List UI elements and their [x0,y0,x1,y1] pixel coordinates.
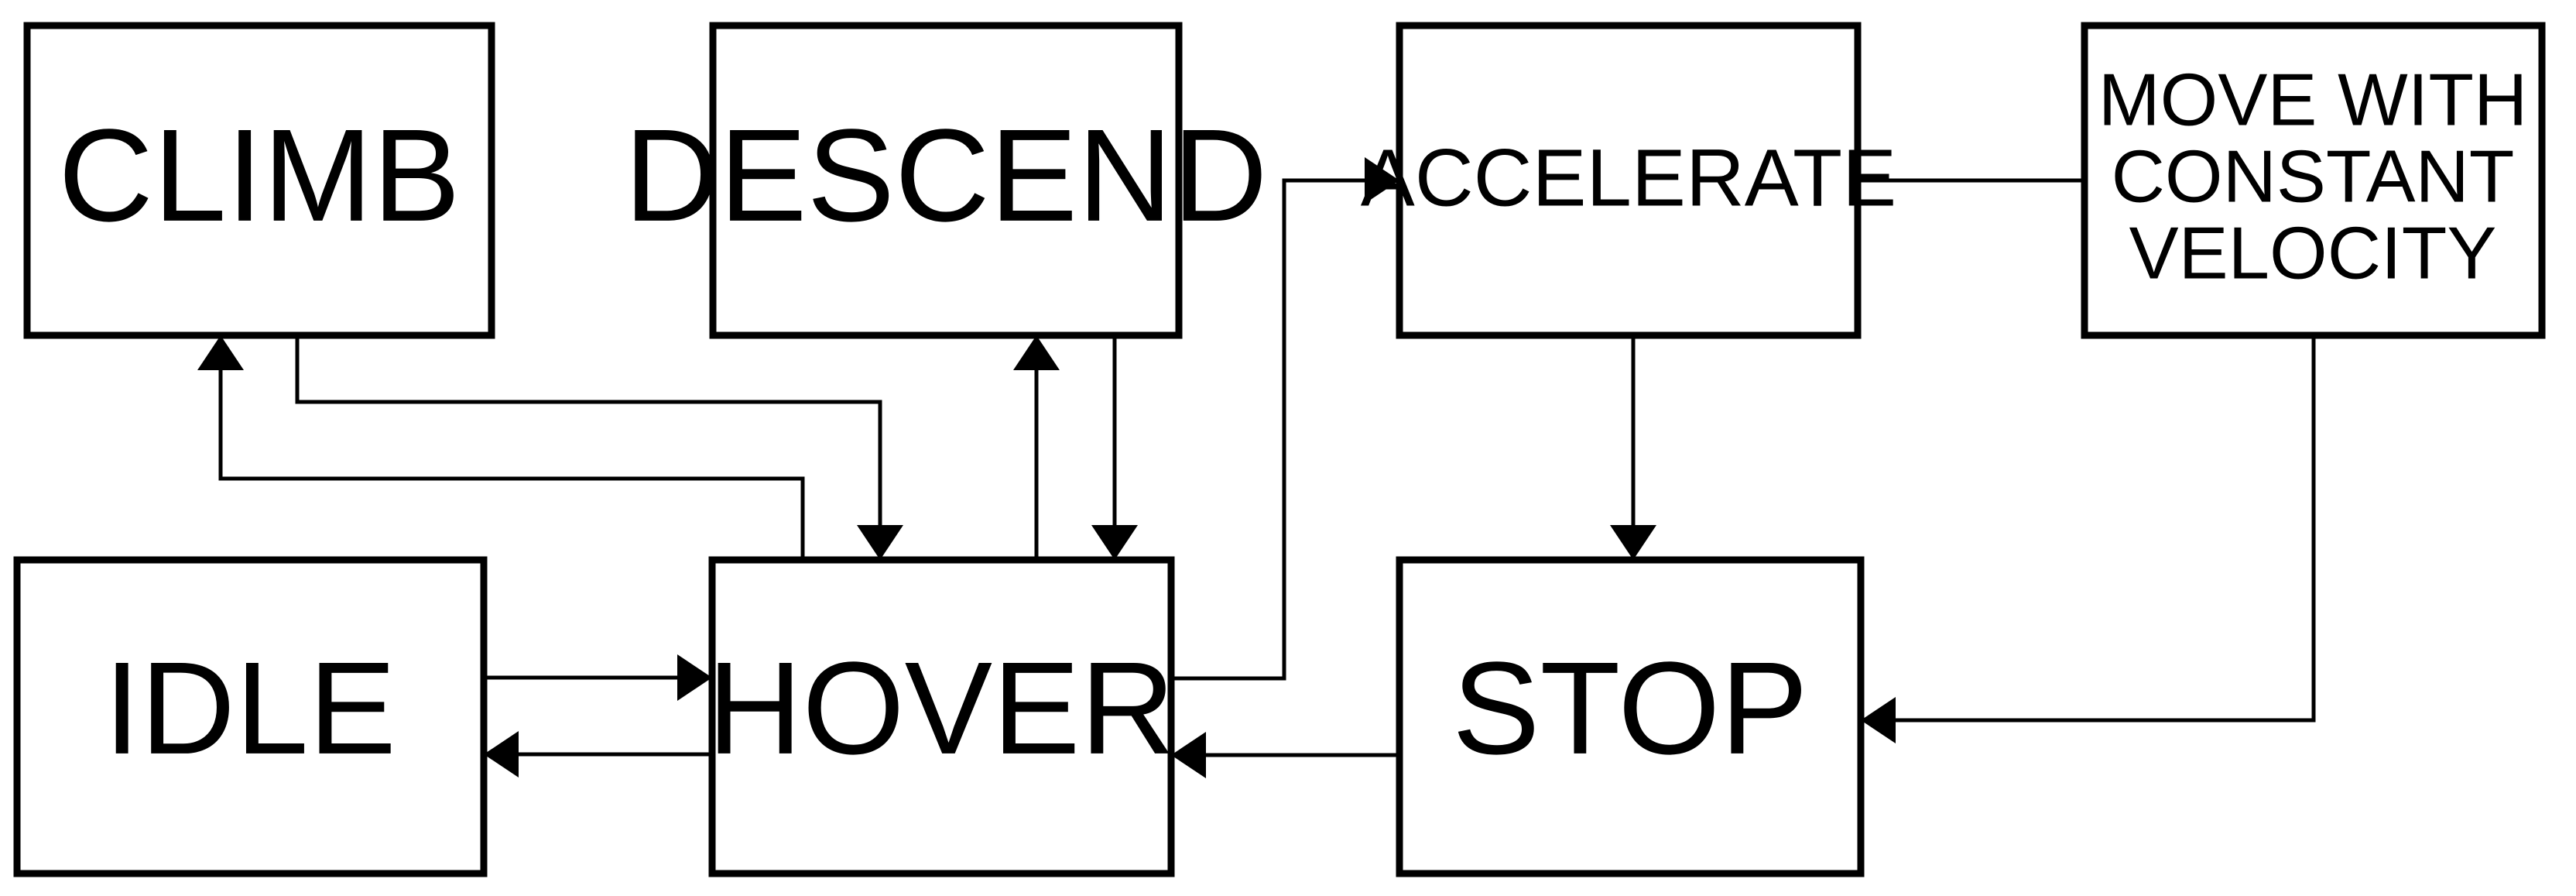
edge-accelerate-to-stop[interactable] [1610,335,1656,560]
edge-hover-to-accelerate-path [1171,178,1365,681]
node-move-with-constant-velocity-box [2081,22,2546,339]
node-idle-box [13,556,488,877]
node-hover-label: HOVER [707,635,1176,782]
edge-climb-to-hover-arrowhead [857,525,903,560]
node-stop-box [1396,556,1865,877]
edge-hover-to-accelerate-arrowhead [1365,157,1399,204]
node-hover-box [708,556,1175,877]
edge-move-with-constant-velocity-to-stop[interactable] [1861,335,2316,743]
node-climb[interactable]: CLIMB [23,22,495,339]
node-idle-label: IDLE [104,635,396,782]
edge-hover-to-accelerate[interactable] [1171,157,1399,681]
node-accelerate[interactable]: ACCELERATE [1361,22,1896,339]
edge-hover-to-descend-arrowhead [1013,335,1060,370]
edge-hover-to-climb-path [218,370,805,560]
node-move-with-constant-velocity-label-line-2: CONSTANT [2112,135,2515,218]
node-accelerate-box [1396,22,1862,339]
edge-move-to-stop-arrowhead [1861,697,1896,743]
edge-hover-to-descend[interactable] [1013,335,1060,560]
edge-hover-to-climb[interactable] [197,335,805,560]
node-climb-box [23,22,495,339]
node-descend-box [709,22,1183,339]
node-hover[interactable]: HOVER [707,556,1176,877]
edge-stop-to-hover-arrowhead [1171,732,1206,778]
edge-descend-to-hover[interactable] [1091,335,1138,560]
edge-stop-to-hover[interactable] [1171,732,1399,778]
node-stop[interactable]: STOP [1396,556,1865,877]
edge-hover-to-idle-arrowhead [484,731,519,778]
node-idle[interactable]: IDLE [13,556,488,877]
node-descend-label: DESCEND [624,102,1267,249]
edge-climb-to-hover-path [295,335,882,525]
edge-move-to-stop-path [1896,335,2316,723]
node-move-with-constant-velocity[interactable]: MOVE WITH CONSTANT VELOCITY [2081,22,2546,339]
edge-accelerate-to-stop-arrowhead [1610,525,1656,560]
edge-idle-to-hover-arrowhead [677,654,712,701]
node-move-with-constant-velocity-label-line-1: MOVE WITH [2098,58,2528,141]
edge-hover-to-idle[interactable] [484,731,712,778]
node-move-with-constant-velocity-label-line-3: VELOCITY [2129,211,2497,294]
node-stop-label: STOP [1452,635,1808,782]
node-climb-label: CLIMB [58,102,461,249]
node-accelerate-label: ACCELERATE [1361,133,1896,224]
node-descend[interactable]: DESCEND [624,22,1268,339]
edge-idle-to-hover[interactable] [484,654,712,701]
edge-climb-to-hover[interactable] [295,335,903,560]
edge-descend-to-hover-arrowhead [1091,525,1138,560]
edge-hover-to-climb-arrowhead [197,335,244,370]
